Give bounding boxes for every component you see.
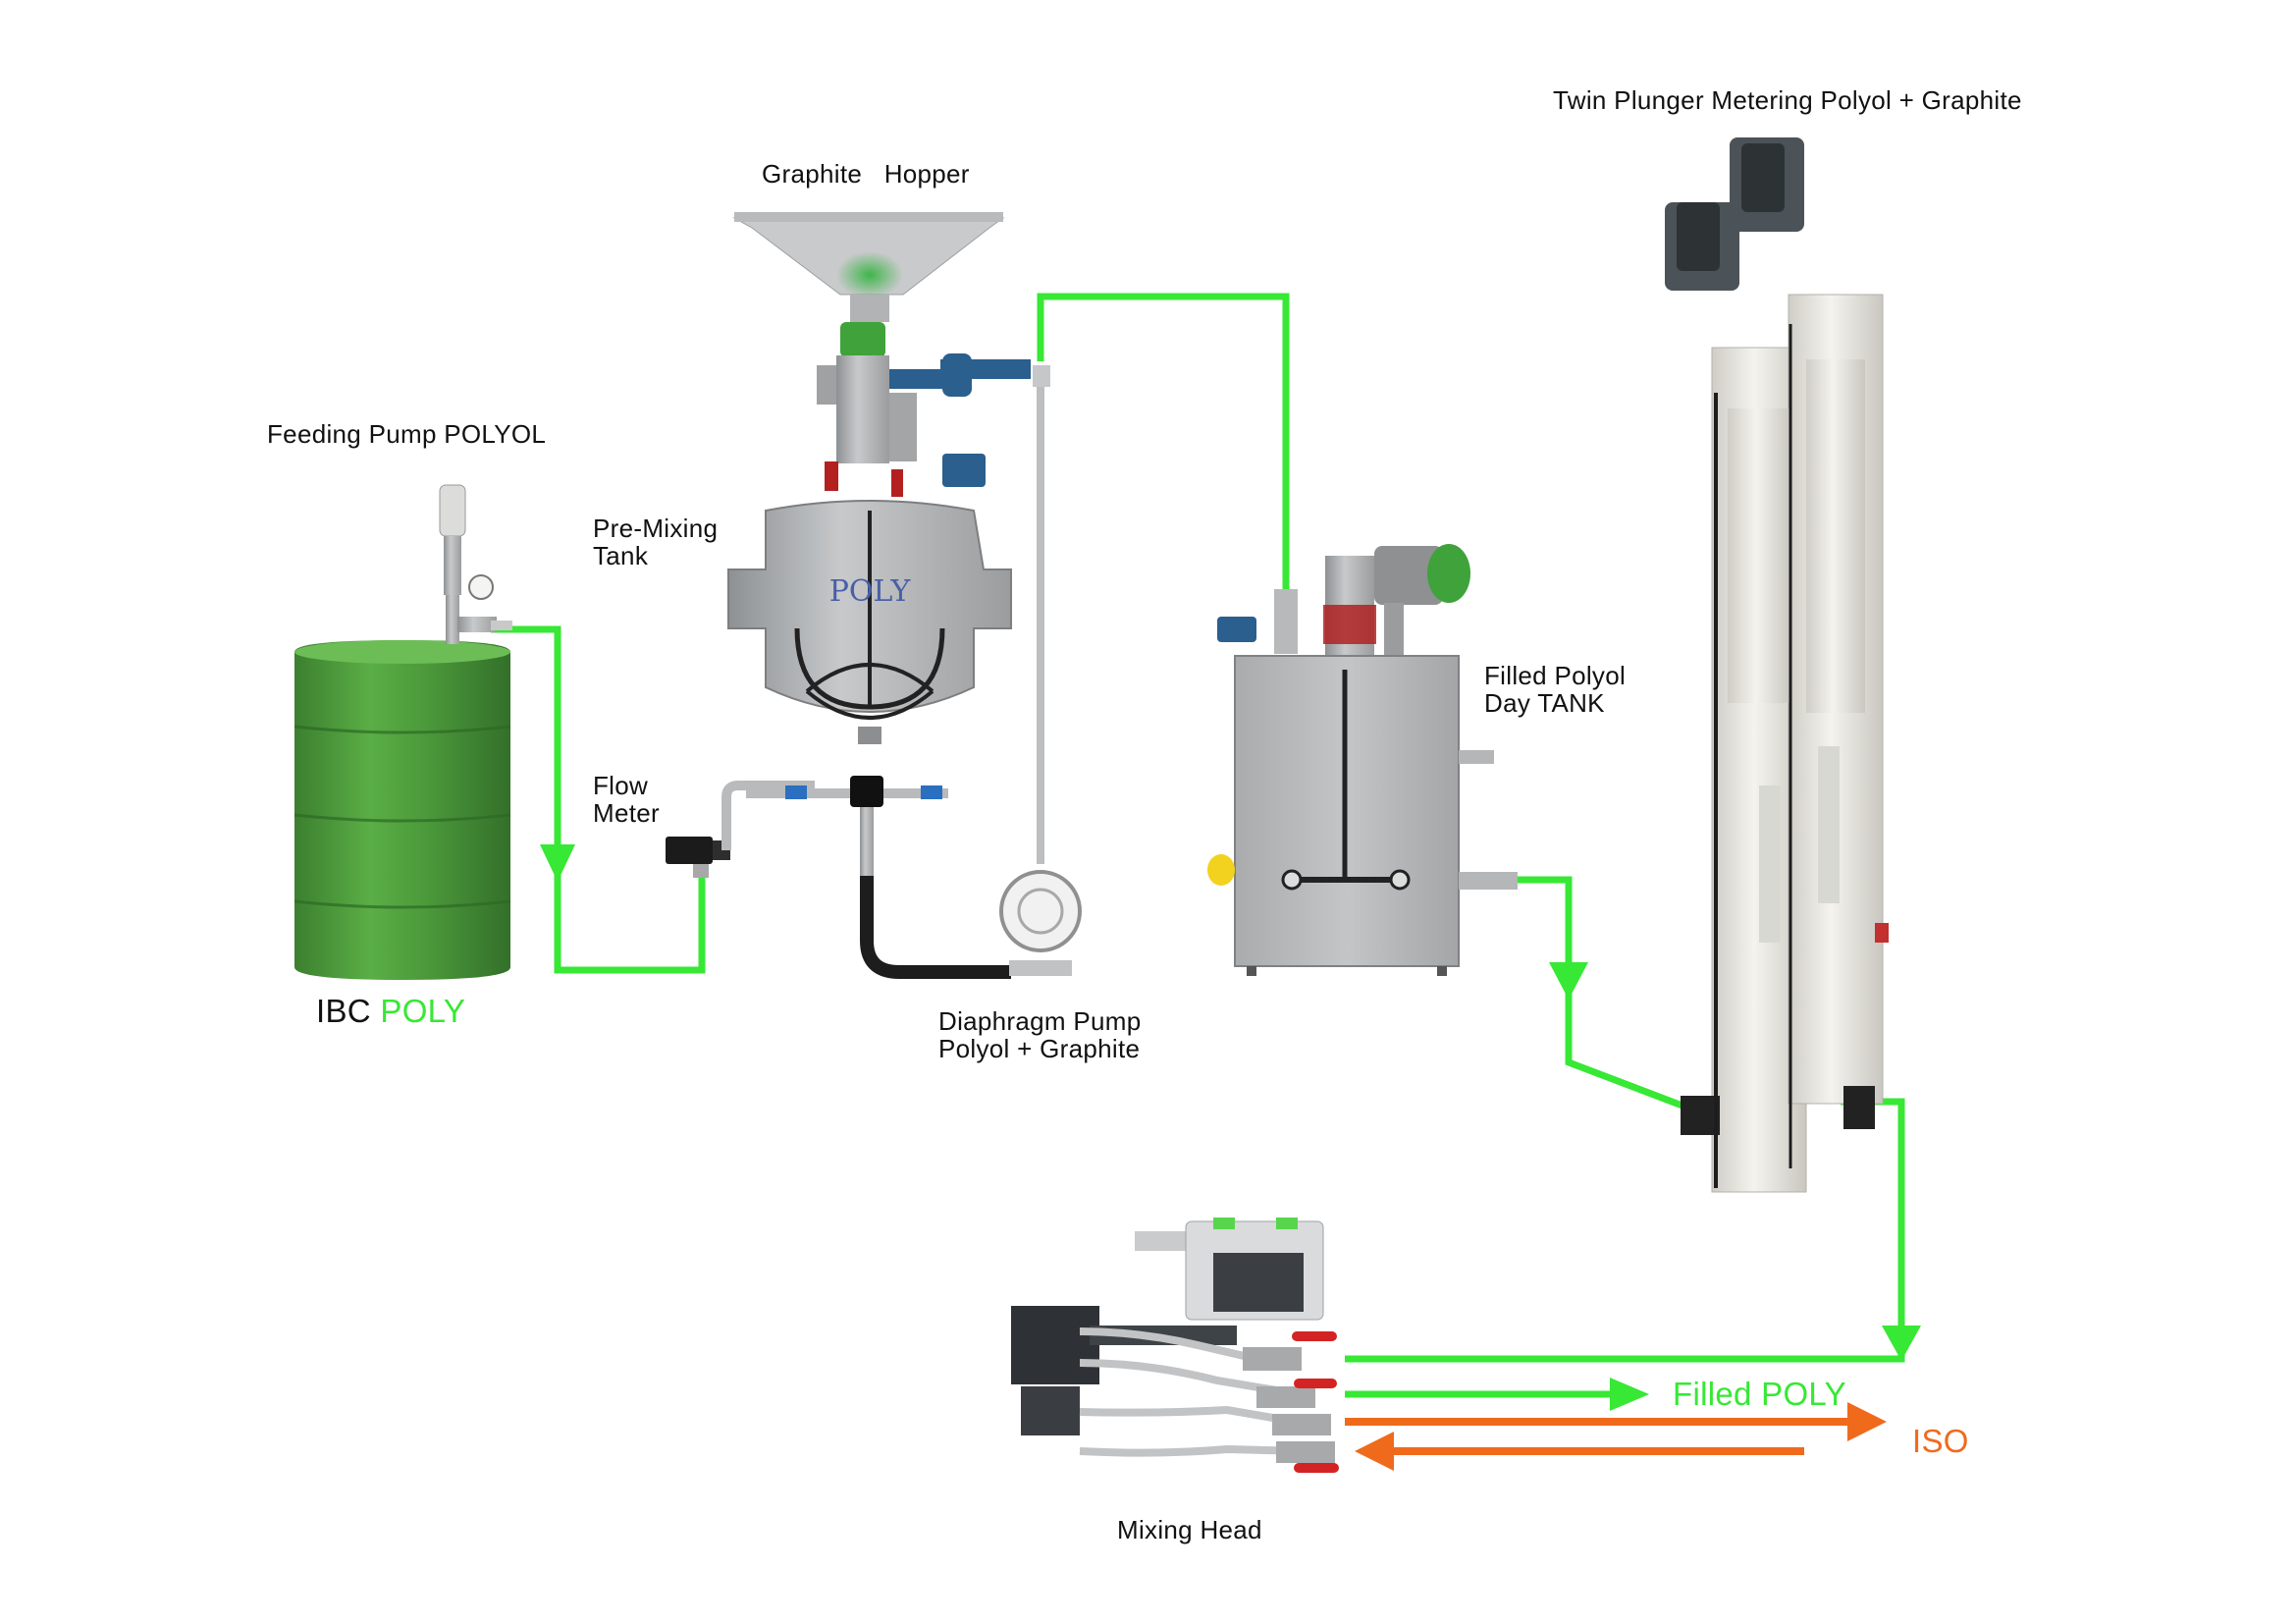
line-drum-to-flowmeter <box>491 625 706 974</box>
label-filled-polyol-line2: Day TANK <box>1484 688 1605 718</box>
mixer-drive <box>817 322 1031 497</box>
label-filled-poly: Filled POLY <box>1673 1376 1846 1412</box>
label-filled-polyol-day-tank: Filled Polyol Day TANK <box>1484 662 1626 717</box>
ibc-drum <box>294 640 511 980</box>
arrow-left-iso-return <box>1355 1432 1394 1471</box>
label-filled-polyol-line1: Filled Polyol <box>1484 661 1627 690</box>
label-twin-plunger-metering: Twin Plunger Metering Polyol + Graphite <box>1553 85 2022 115</box>
iso-flow-lines <box>1345 1418 1853 1455</box>
label-flow-meter: Flow Meter <box>593 772 660 827</box>
label-diaphragm-pump: Diaphragm Pump Polyol + Graphite <box>938 1007 1142 1062</box>
label-graphite-hopper: Graphite Hopper <box>762 159 970 189</box>
outlet-valve-block <box>746 776 1011 979</box>
tank-marking-text: POLY <box>829 574 912 609</box>
label-feeding-pump: Feeding Pump POLYOL <box>267 419 547 449</box>
label-diaphragm-line1: Diaphragm Pump <box>938 1006 1142 1036</box>
arrow-down-drum-line <box>540 844 575 882</box>
twin-plunger-metering <box>1665 137 1889 1193</box>
label-diaphragm-line2: Polyol + Graphite <box>938 1034 1141 1063</box>
label-ibc-prefix: IBC <box>316 993 381 1029</box>
line-diaphragm-to-daytank <box>1037 293 1290 589</box>
graphite-hopper <box>732 212 1005 322</box>
day-tank <box>1207 655 1518 976</box>
arrow-down-daytank-line <box>1549 962 1588 1000</box>
label-pre-mixing-tank: Pre-Mixing Tank <box>593 514 718 569</box>
label-flow-meter-line1: Flow <box>593 771 649 800</box>
flow-arrowheads-orange <box>1355 1402 1887 1471</box>
line-daytank-to-metering <box>1517 876 1710 1119</box>
label-iso: ISO <box>1912 1423 1969 1459</box>
arrow-down-metering-line <box>1882 1326 1921 1361</box>
flow-arrowheads-green <box>540 844 1921 1411</box>
mixing-head <box>1011 1218 1339 1473</box>
label-ibc-poly: IBC POLY <box>316 994 465 1029</box>
diaphragm-pump <box>999 365 1082 976</box>
day-tank-drive <box>1217 544 1470 658</box>
label-mixing-head: Mixing Head <box>1117 1515 1262 1544</box>
label-pre-mixing-line2: Tank <box>593 541 649 570</box>
arrow-right-filled-poly <box>1610 1378 1649 1411</box>
feeding-pump <box>439 484 512 644</box>
label-pre-mixing-line1: Pre-Mixing <box>593 514 719 543</box>
line-metering-to-mixinghead <box>1345 1098 1905 1363</box>
label-flow-meter-line2: Meter <box>593 798 660 828</box>
pre-mixing-tank: POLY <box>727 500 1012 744</box>
flow-meter <box>666 781 815 878</box>
arrow-right-iso <box>1847 1402 1887 1441</box>
label-ibc-material: POLY <box>380 993 466 1029</box>
